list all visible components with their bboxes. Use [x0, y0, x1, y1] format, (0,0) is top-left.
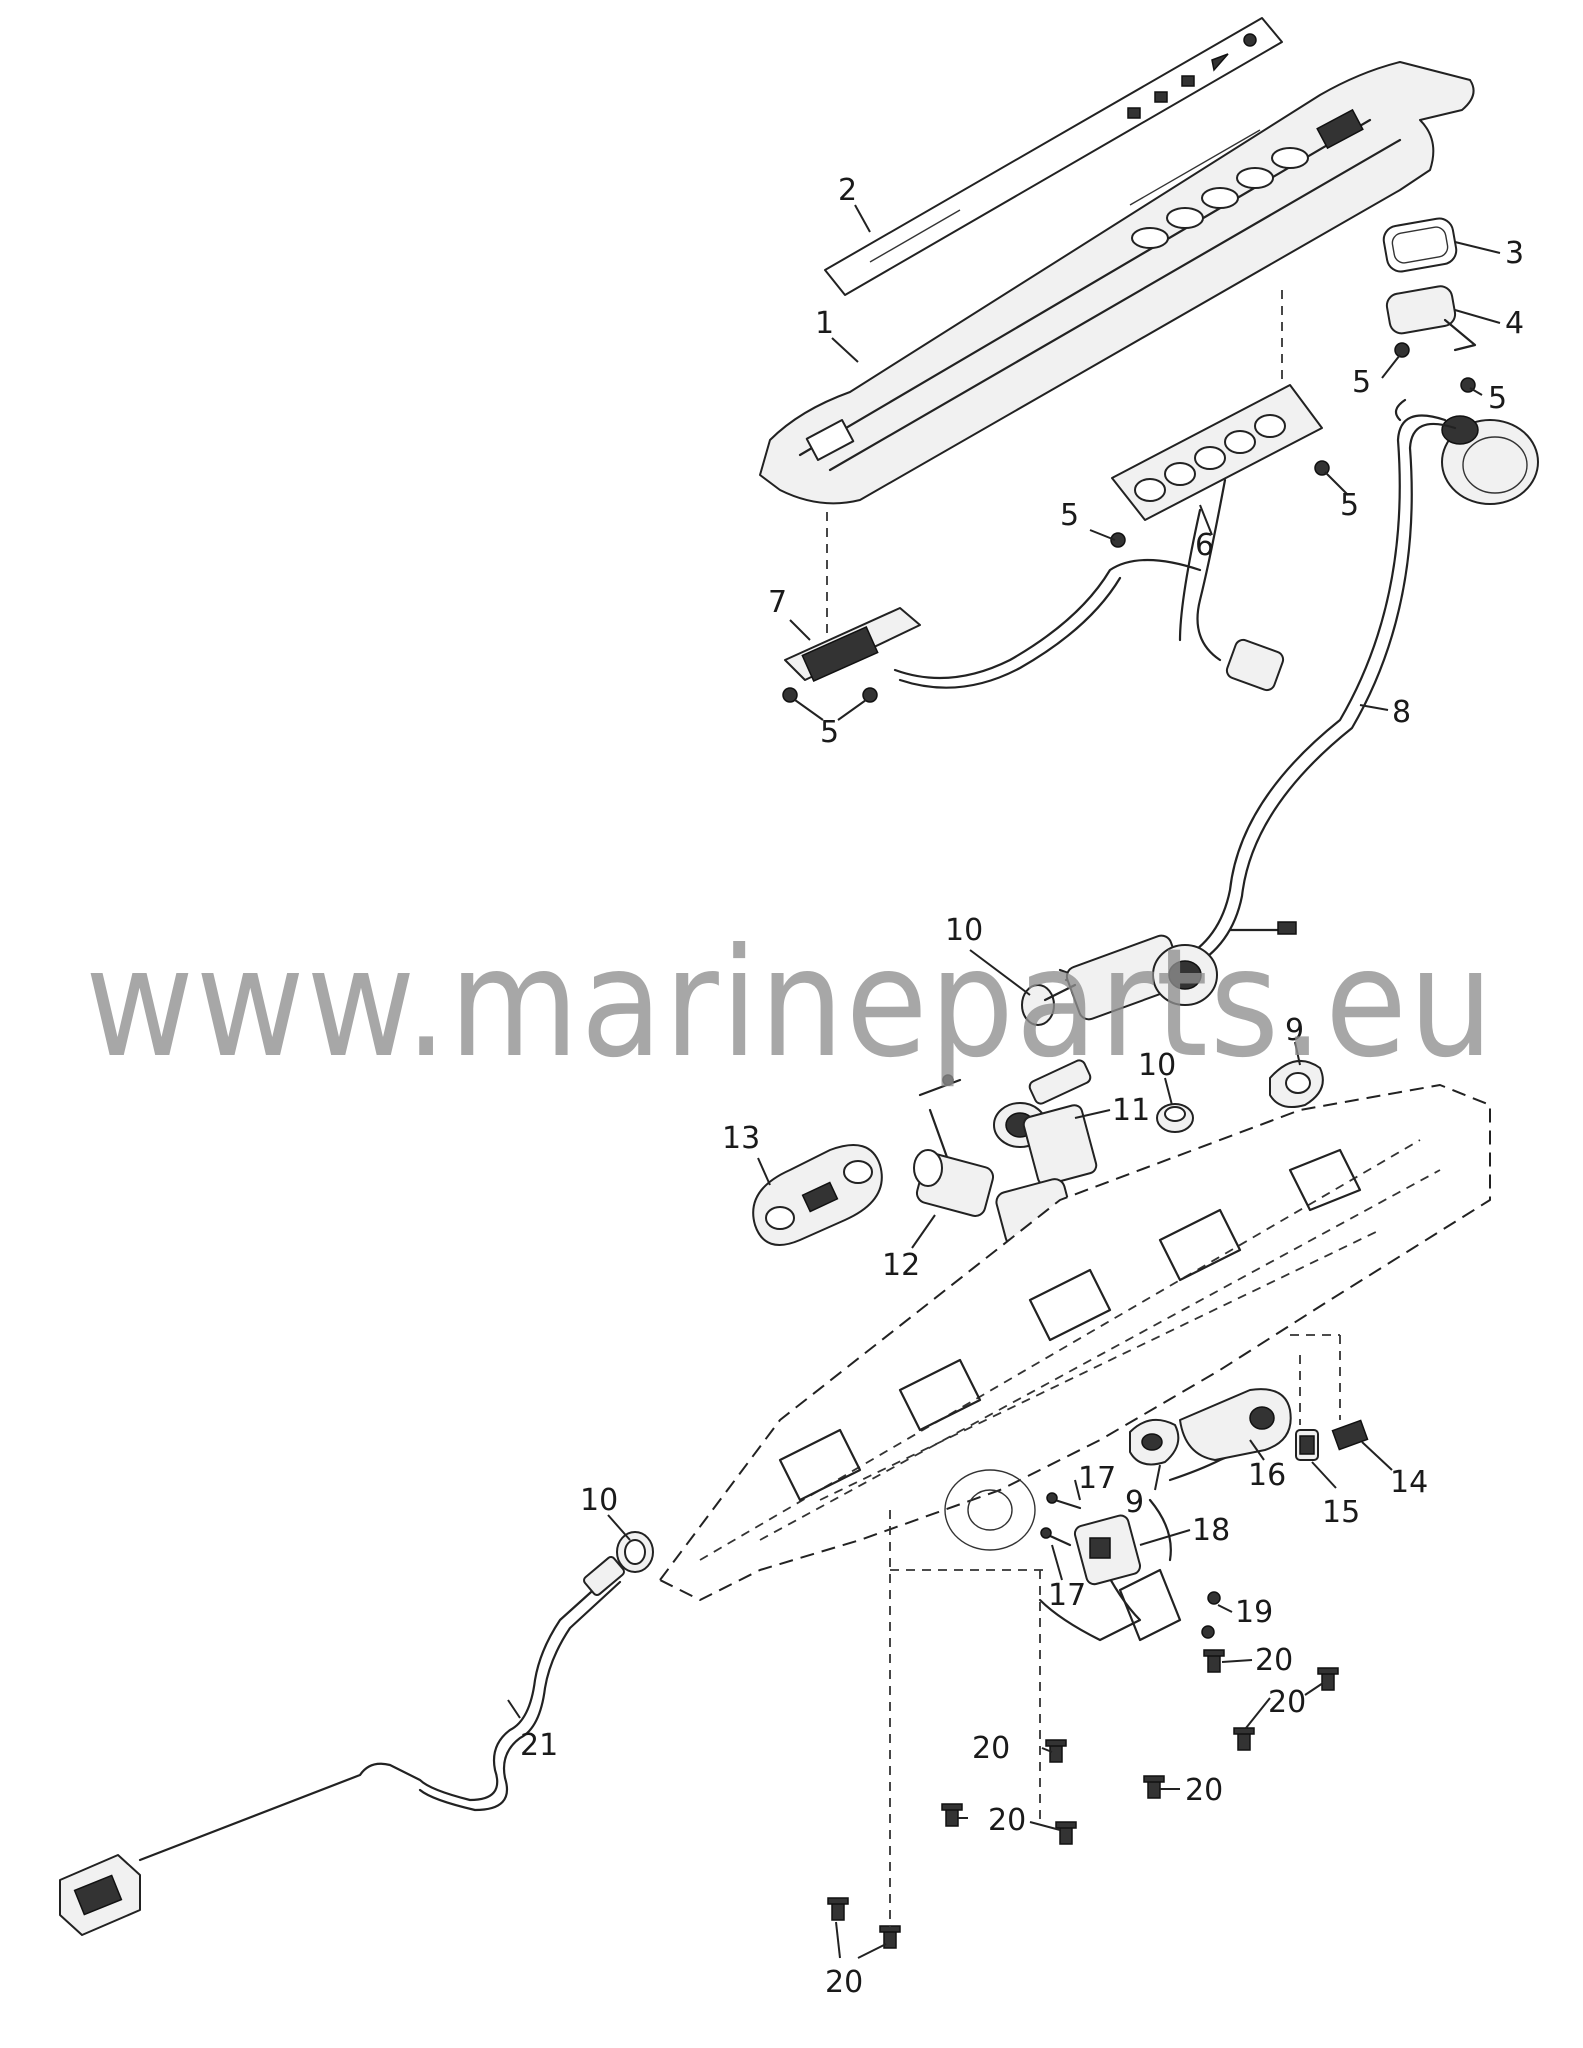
part-21-harness: [59, 1555, 625, 1936]
part-6-switch-panel: [1111, 384, 1323, 662]
callout-10b: 10: [1138, 1048, 1176, 1083]
callout-5b: 5: [1488, 381, 1507, 416]
callout-5e: 5: [820, 715, 839, 750]
callout-10c: 10: [580, 1483, 618, 1518]
part-13-bezel-plate: [752, 1144, 883, 1246]
callout-14: 14: [1390, 1465, 1428, 1500]
part-17-screws: [1040, 1492, 1082, 1547]
callout-7: 7: [768, 585, 787, 620]
callout-20f: 20: [825, 1965, 863, 2000]
callout-9a: 9: [1285, 1013, 1304, 1048]
callout-16: 16: [1248, 1458, 1286, 1493]
part-12-connector: [913, 1149, 1075, 1247]
callout-5d: 5: [1060, 498, 1079, 533]
callout-20e: 20: [988, 1803, 1026, 1838]
callout-18: 18: [1192, 1513, 1230, 1548]
callout-5c: 5: [1340, 488, 1359, 523]
callout-20c: 20: [972, 1731, 1010, 1766]
callout-5a: 5: [1352, 365, 1371, 400]
part-3-gasket: [1382, 217, 1458, 273]
part-10-plug-lower: [616, 1531, 654, 1573]
part-20-bolts: [827, 1649, 1339, 1949]
callout-12: 12: [882, 1248, 920, 1283]
part-11-ignition-switch: [918, 1074, 1098, 1186]
actuator-assembly: [1028, 934, 1218, 1105]
watermark-text: www.marineparts.eu: [85, 917, 1495, 1091]
callout-15: 15: [1322, 1495, 1360, 1530]
part-14-clip: [1331, 1419, 1369, 1451]
main-frame-base: [659, 1084, 1491, 1642]
callout-21: 21: [520, 1728, 558, 1763]
part-19-washers: [1201, 1591, 1221, 1639]
part-21-end-connector: [59, 1854, 141, 1936]
callout-labels: 1 2 3 4 5 5 5 5 5 6 7 8 9 9 10 10 10 11 …: [520, 173, 1524, 2000]
part-10-plug-middle: [1156, 1103, 1194, 1133]
part-7-switch: [784, 558, 1202, 689]
callout-10a: 10: [945, 913, 983, 948]
part-5-nuts: [782, 342, 1476, 703]
callout-17a: 17: [1078, 1461, 1116, 1496]
part-16-bracket: [1179, 1388, 1292, 1461]
callout-20d: 20: [1185, 1773, 1223, 1808]
part-9-grommet-upper: [1269, 1059, 1324, 1108]
part-15-terminal: [1295, 1429, 1319, 1461]
callout-9b: 9: [1125, 1485, 1144, 1520]
part-2-decal-strip: [824, 17, 1283, 296]
callout-2: 2: [838, 173, 857, 208]
alignment-dashed-lines: [826, 290, 1341, 1930]
callout-13: 13: [722, 1121, 760, 1156]
callout-4: 4: [1505, 306, 1524, 341]
callout-11: 11: [1112, 1093, 1150, 1128]
callout-1: 1: [815, 306, 834, 341]
callout-20a: 20: [1255, 1643, 1293, 1678]
part-4-button: [1385, 285, 1477, 352]
callout-8: 8: [1392, 695, 1411, 730]
part-18-motor: [1073, 1514, 1142, 1586]
callout-leader-lines: [507, 204, 1501, 1959]
part-1-top-cover: [759, 61, 1475, 505]
part-6-connector: [1225, 638, 1285, 692]
callout-17b: 17: [1048, 1578, 1086, 1613]
callout-20b: 20: [1268, 1685, 1306, 1720]
callout-6: 6: [1195, 528, 1214, 563]
callout-19: 19: [1235, 1595, 1273, 1630]
callout-3: 3: [1505, 236, 1524, 271]
